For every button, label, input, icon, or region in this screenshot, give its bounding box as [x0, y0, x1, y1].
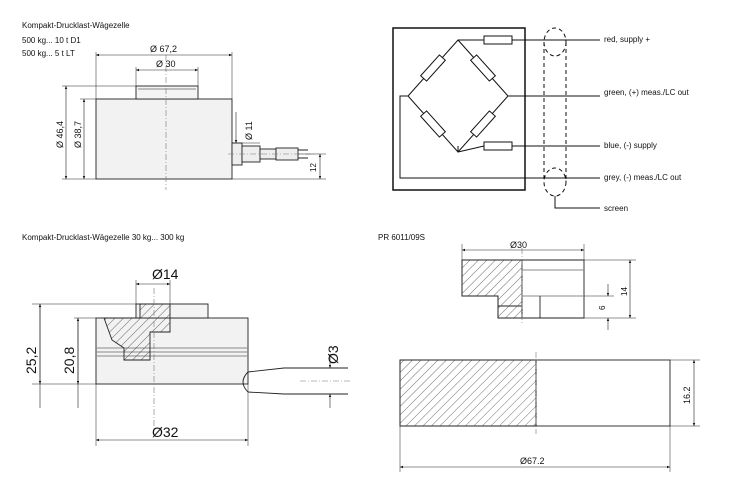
dim-small-body-height: 20,8	[61, 347, 77, 374]
dim-small-base-diameter: Ø32	[152, 424, 179, 440]
dim-pr-plate-height: 16.2	[682, 386, 692, 404]
dim-body-height: Ø 38,7	[73, 121, 83, 148]
dim-small-top-diameter: Ø14	[152, 266, 179, 282]
dim-outer-diameter: Ø 67,2	[150, 44, 177, 54]
dim-small-total-height: 25,2	[23, 347, 39, 374]
dim-cable: Ø3	[325, 345, 341, 364]
screen-label: screen	[604, 204, 629, 213]
load-cell-drawing-small	[32, 280, 352, 446]
panel2-title: Kompakt-Drucklast-Wägezelle 30 kg... 300…	[22, 233, 185, 242]
wire-red-label: red, supply +	[604, 35, 651, 44]
wiring-diagram	[392, 27, 600, 209]
wire-grey-label: grey, (-) meas./LC out	[604, 173, 682, 182]
load-cell-drawing-top	[62, 52, 326, 190]
pr6011-drawing	[399, 244, 700, 472]
dim-total-height: Ø 46,4	[55, 121, 65, 148]
wire-blue-label: blue, (-) supply	[604, 141, 657, 150]
range-d1: 500 kg... 10 t D1	[22, 36, 81, 45]
dim-pr-plate-diameter: Ø67.2	[520, 456, 545, 466]
dim-top-diameter: Ø 30	[156, 59, 176, 69]
dim-pr-height-6: 6	[598, 305, 607, 310]
dim-connector-height: 12	[309, 163, 318, 172]
range-lt: 500 kg... 5 t LT	[22, 49, 75, 58]
dim-connector: Ø 11	[244, 121, 254, 140]
panel1-title: Kompakt-Drucklast-Wägezelle	[22, 21, 130, 30]
wire-green-label: green, (+) meas./LC out	[604, 88, 689, 97]
dim-pr-height-14: 14	[620, 287, 629, 296]
panel3-title: PR 6011/09S	[378, 233, 425, 242]
dim-pr-top-diameter: Ø30	[510, 240, 527, 250]
